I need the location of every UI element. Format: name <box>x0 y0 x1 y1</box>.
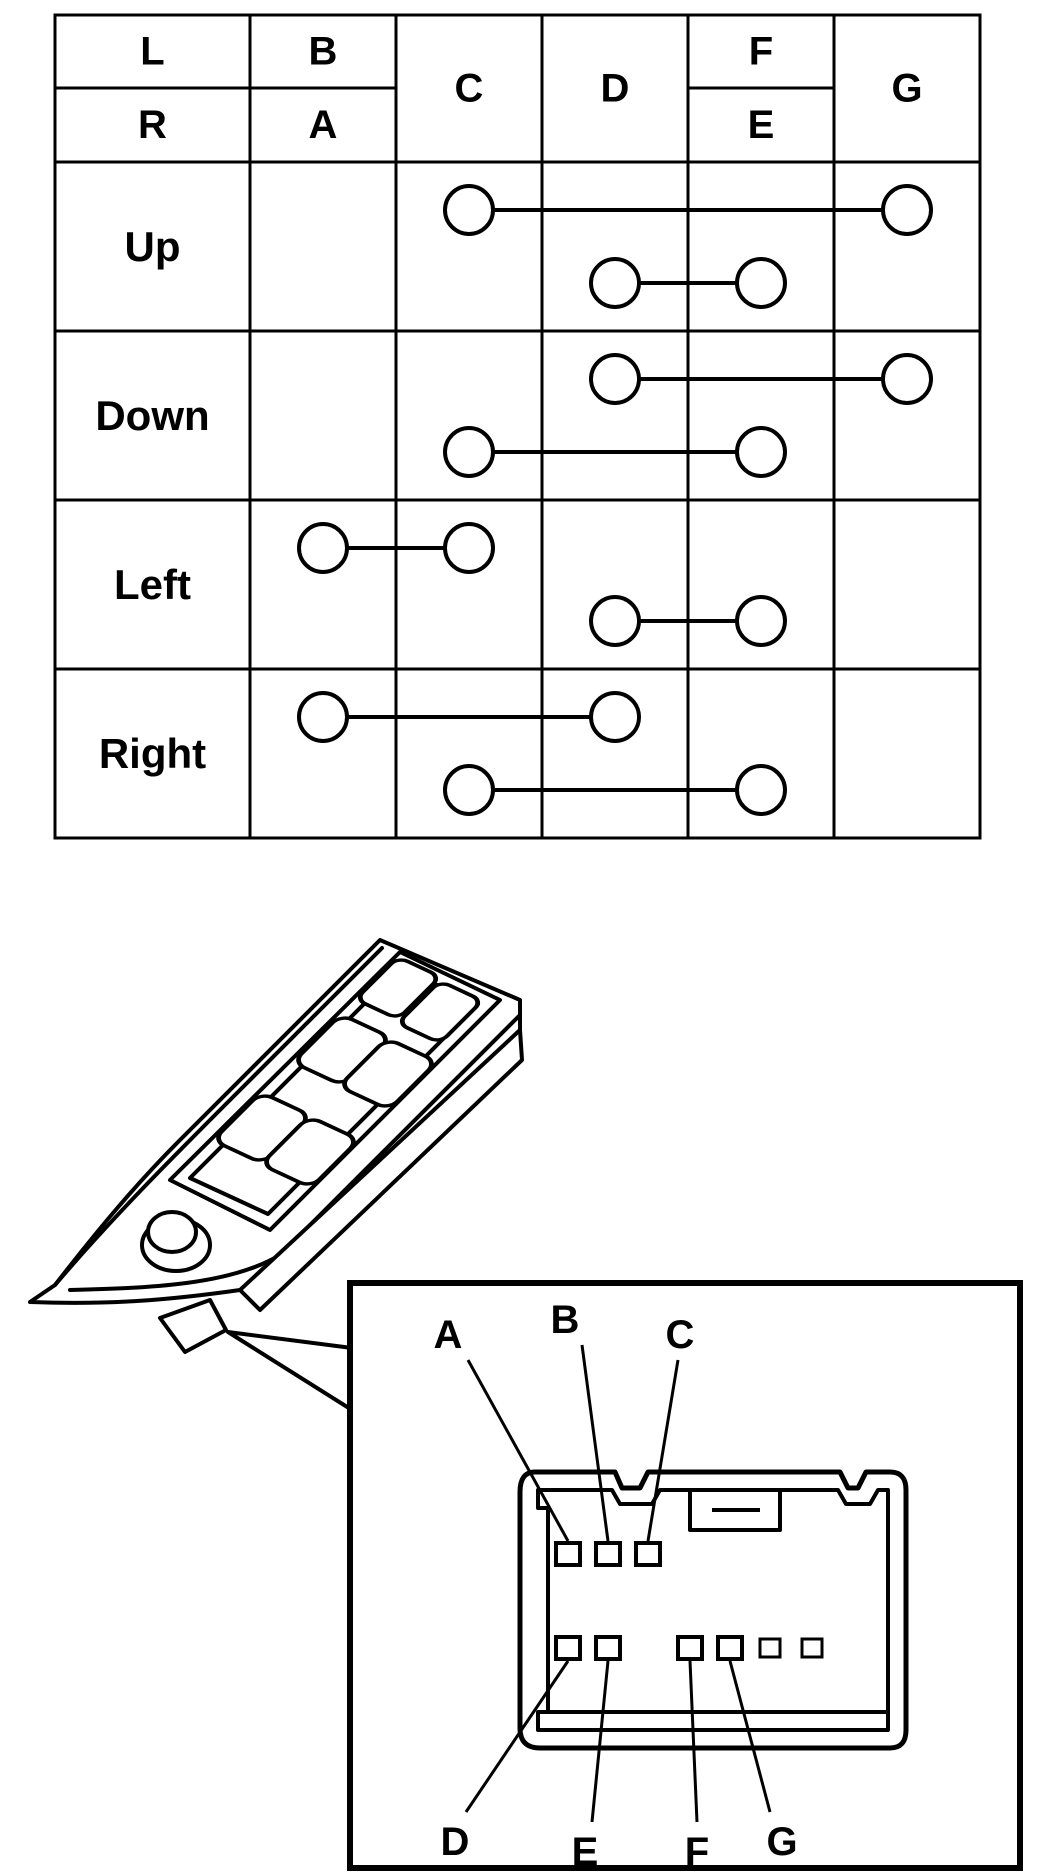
pin-b <box>594 1541 622 1567</box>
pin-unused <box>800 1637 824 1659</box>
header-bottom-label: A <box>309 103 338 147</box>
terminal-circle <box>735 257 787 309</box>
connector-detail-box: A B C D E F G <box>347 1280 1023 1874</box>
leader-line-a <box>466 1359 570 1542</box>
connector-face <box>517 1469 909 1751</box>
pin-g <box>716 1635 744 1661</box>
pin-c <box>634 1541 662 1567</box>
terminal-circle <box>589 595 641 647</box>
callout-pointer <box>226 1330 354 1412</box>
terminal-circle <box>735 595 787 647</box>
leader-line-d <box>464 1660 570 1813</box>
table-frame <box>53 13 982 840</box>
continuity-link <box>297 691 641 743</box>
pin-e <box>594 1635 622 1661</box>
leader-line-g <box>728 1660 772 1813</box>
connector-housing-stub <box>158 1298 228 1354</box>
table-grid <box>53 13 982 840</box>
terminal-circle <box>297 522 349 574</box>
continuity-link <box>443 184 933 236</box>
pin-label-f: F <box>685 1830 709 1874</box>
row-label: Left <box>114 561 191 608</box>
terminal-circle <box>443 764 495 816</box>
switch-underside <box>238 1028 524 1312</box>
terminal-circle <box>735 426 787 478</box>
leader-line-c <box>646 1359 680 1542</box>
window-switch-assembly-drawing <box>28 938 524 1412</box>
pin-d <box>554 1635 582 1661</box>
continuity-link <box>443 764 787 816</box>
header-bottom-label: E <box>748 103 775 147</box>
switch-button <box>399 982 481 1042</box>
pin-unused <box>758 1637 782 1659</box>
continuity-link <box>297 522 495 574</box>
connector-key <box>688 1490 782 1532</box>
switch-button <box>357 958 439 1018</box>
pin-label-g: G <box>766 1820 797 1864</box>
header-bottom-label: R <box>138 103 167 147</box>
header-top-label: B <box>309 30 338 74</box>
header-top-label: D <box>601 67 630 111</box>
terminal-circle <box>881 184 933 236</box>
header-top-label: L <box>140 30 164 74</box>
switch-button <box>342 1040 434 1108</box>
connector-outline-inner <box>536 1488 890 1732</box>
pin-leader-lines <box>464 1344 772 1823</box>
header-top-label: F <box>749 30 773 74</box>
leader-line-b <box>580 1344 610 1542</box>
continuity-link <box>443 426 787 478</box>
table-header: L B C D F G R A E <box>138 30 923 148</box>
continuity-link <box>589 257 787 309</box>
pin-label-e: E <box>572 1830 599 1874</box>
row-label: Down <box>95 392 209 439</box>
continuity-links <box>297 184 933 816</box>
leader-line-f <box>688 1660 699 1823</box>
header-top-label: G <box>891 67 922 111</box>
header-top-label: C <box>455 67 484 111</box>
pin-f <box>676 1635 704 1661</box>
terminal-circle <box>881 353 933 405</box>
pin-label-b: B <box>551 1298 580 1342</box>
terminal-circle <box>443 522 495 574</box>
lock-knob <box>146 1210 198 1254</box>
pin-a <box>554 1541 582 1567</box>
pin-labels: A B C D E F G <box>434 1298 798 1874</box>
pin-label-c: C <box>666 1313 695 1357</box>
switch-button <box>264 1118 356 1186</box>
connector-pins <box>554 1541 824 1661</box>
continuity-link <box>589 353 933 405</box>
row-label: Right <box>99 730 206 777</box>
leader-line-e <box>590 1660 610 1823</box>
pin-label-d: D <box>441 1820 470 1864</box>
terminal-circle <box>589 691 641 743</box>
terminal-circle <box>589 257 641 309</box>
pin-label-a: A <box>434 1313 463 1357</box>
terminal-circle <box>443 184 495 236</box>
terminal-circle <box>589 353 641 405</box>
terminal-circle <box>735 764 787 816</box>
armrest-top-edge <box>53 946 384 1287</box>
terminal-circle <box>443 426 495 478</box>
continuity-link <box>589 595 787 647</box>
connector-outline-outer <box>517 1469 909 1751</box>
terminal-circle <box>297 691 349 743</box>
row-label: Up <box>125 223 181 270</box>
